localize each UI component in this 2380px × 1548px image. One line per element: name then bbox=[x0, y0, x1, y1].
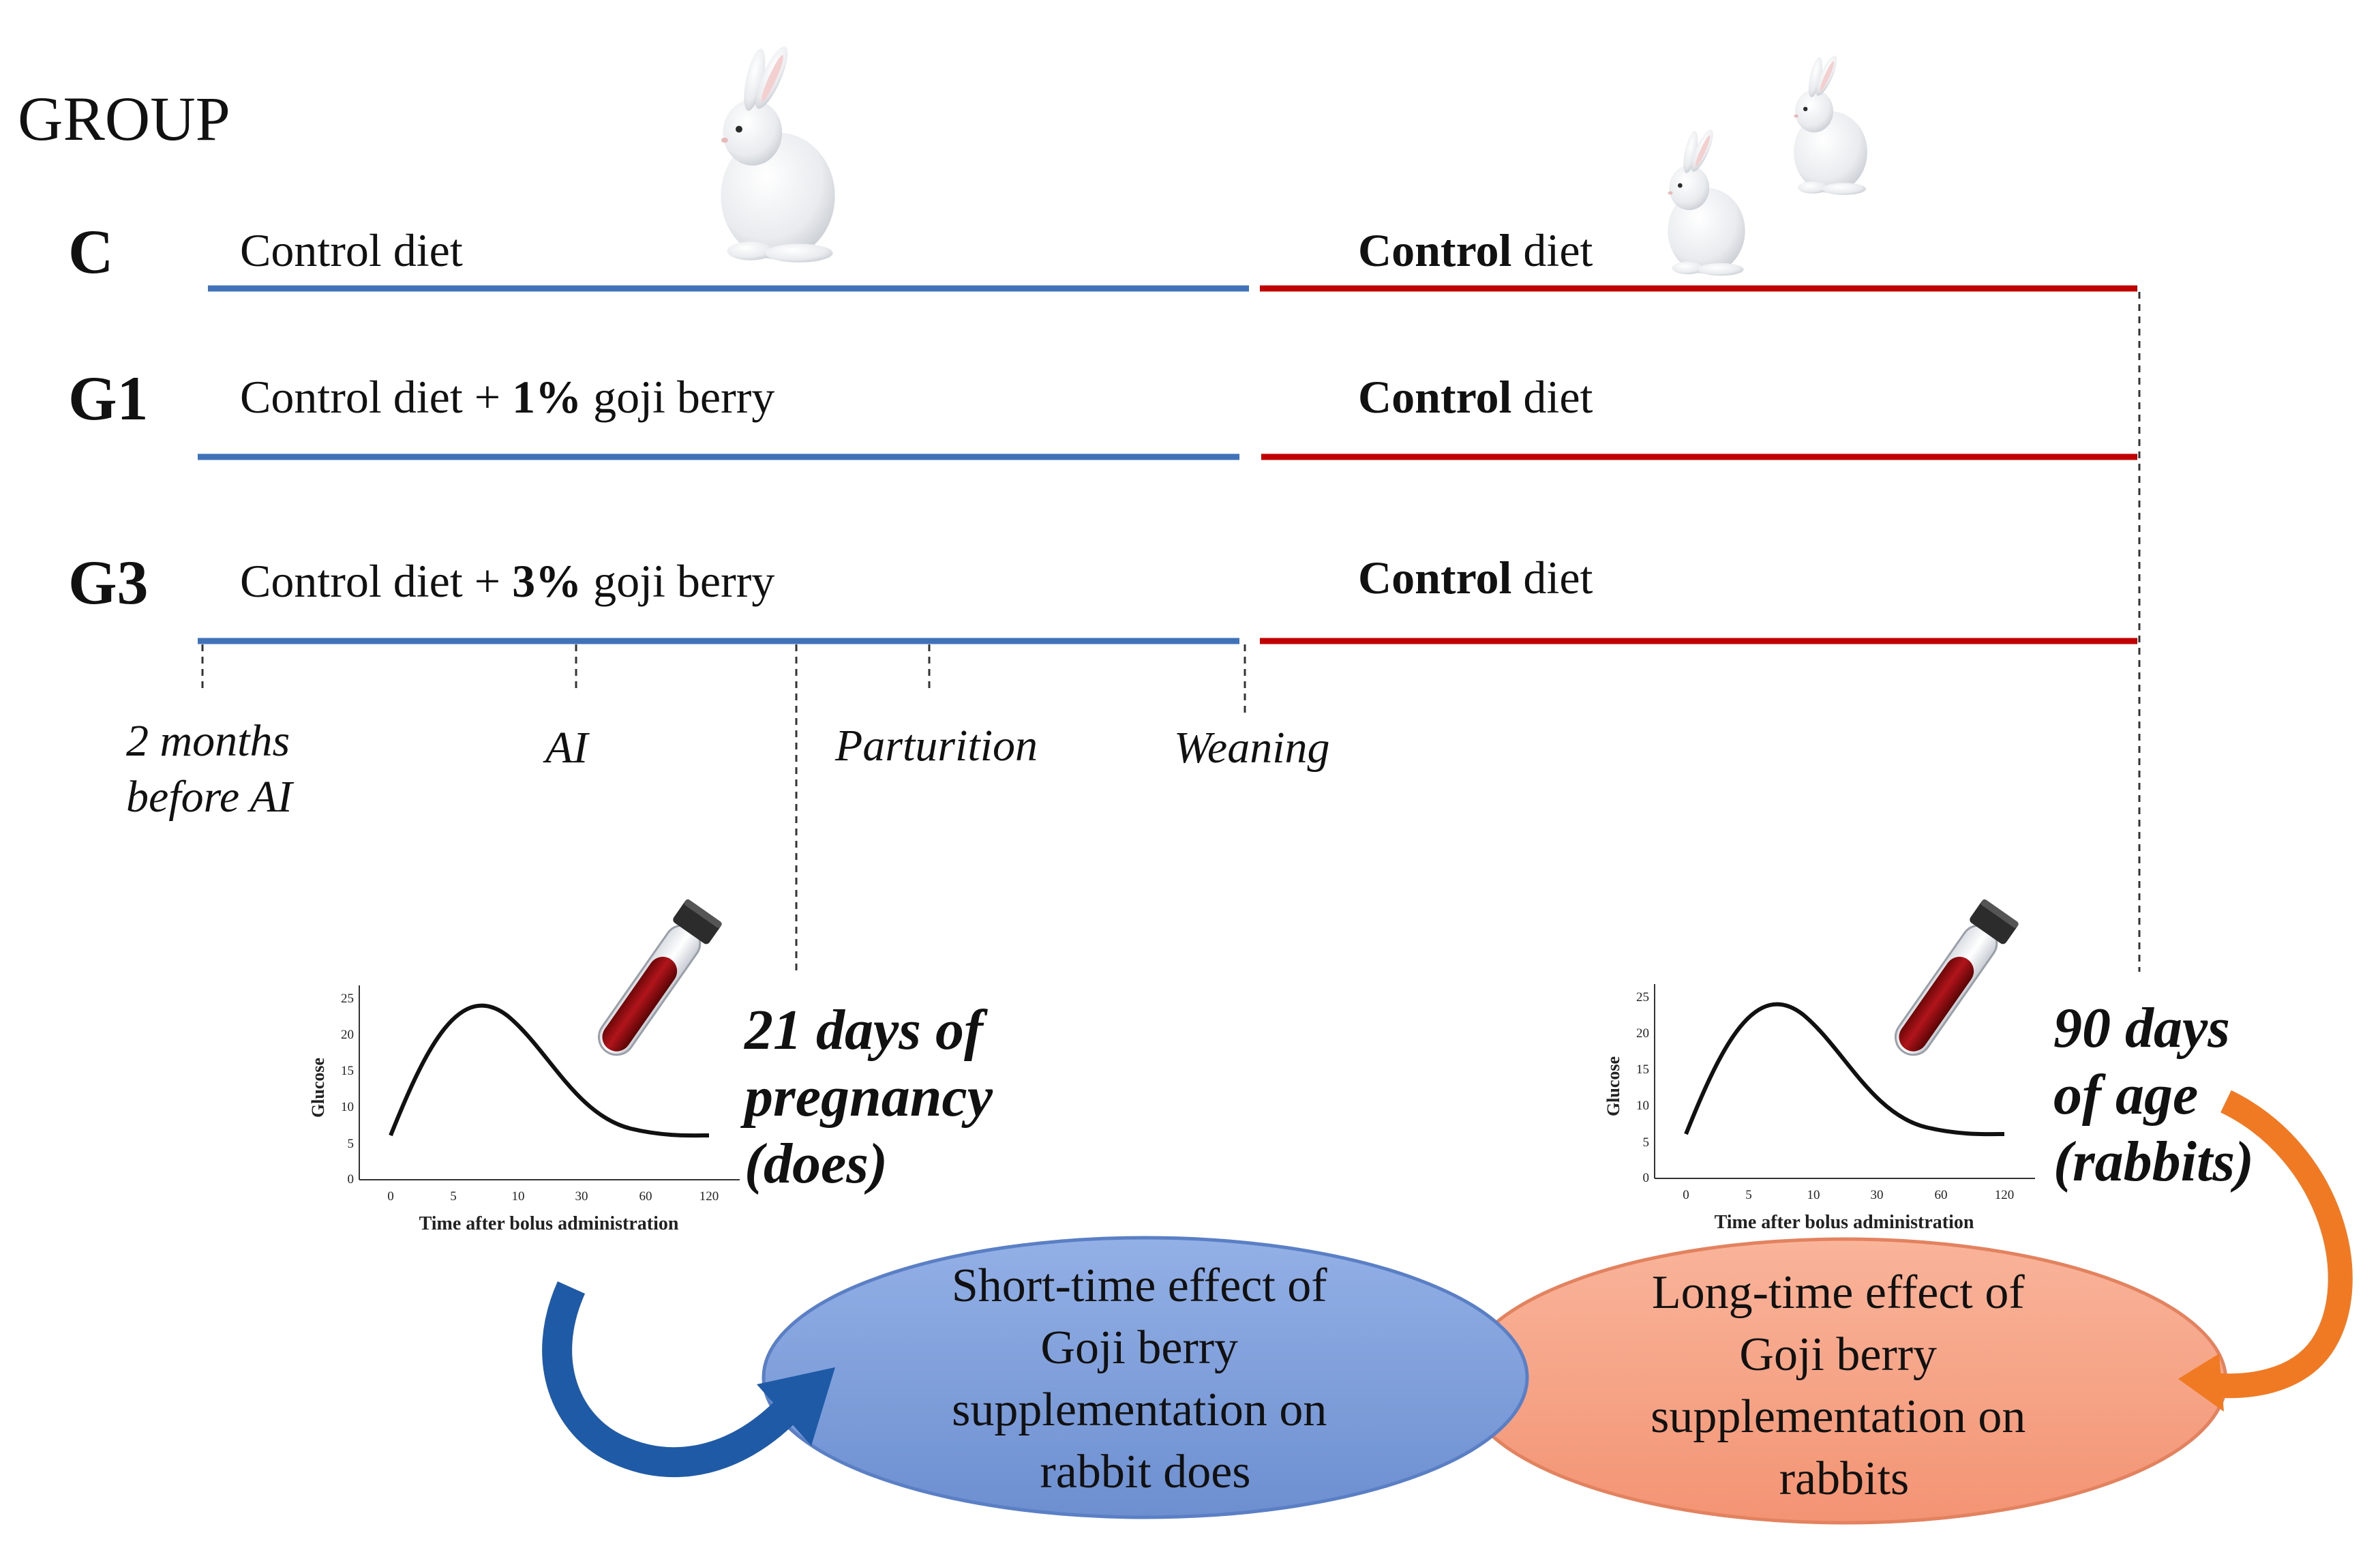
svg-text:20: 20 bbox=[341, 1028, 354, 1042]
svg-text:60: 60 bbox=[1935, 1188, 1948, 1202]
svg-text:120: 120 bbox=[1995, 1188, 2015, 1202]
feeding-label-g3: Control diet + 3% goji berry bbox=[240, 555, 774, 607]
svg-text:15: 15 bbox=[1636, 1062, 1649, 1077]
timeline-label-weaning: Weaning bbox=[1174, 723, 1330, 773]
glucose-curve-chart-right: 0 5 10 15 20 25 0 5 10 30 60 120 Glucose… bbox=[1603, 984, 2035, 1233]
svg-text:10: 10 bbox=[1807, 1188, 1820, 1202]
blood-tube-icon bbox=[1894, 899, 2019, 1056]
sampling-label-21-days: 21 days of pregnancy (does) bbox=[740, 998, 1007, 1195]
glucose-curve-chart-left: 0 5 10 15 20 25 0 5 10 30 60 120 Glucose… bbox=[308, 985, 740, 1234]
svg-text:Time after bolus administratio: Time after bolus administration bbox=[1715, 1212, 1974, 1233]
svg-text:120: 120 bbox=[699, 1189, 719, 1204]
weaning-diet-label-c: Control diet bbox=[1358, 224, 1593, 276]
svg-text:25: 25 bbox=[1636, 990, 1649, 1004]
rabbit-kits-icon bbox=[1668, 53, 1867, 276]
weaning-diet-label-g3: Control diet bbox=[1358, 552, 1593, 604]
svg-text:5: 5 bbox=[1745, 1188, 1752, 1202]
timeline-label-2-months-before-ai: 2 months before AI bbox=[126, 716, 301, 822]
svg-text:5: 5 bbox=[1643, 1135, 1650, 1150]
svg-text:0: 0 bbox=[1643, 1171, 1650, 1185]
svg-text:10: 10 bbox=[1636, 1099, 1649, 1113]
feeding-label-c: Control diet bbox=[240, 224, 463, 276]
weaning-diet-label-g1: Control diet bbox=[1358, 371, 1593, 423]
svg-text:10: 10 bbox=[512, 1189, 525, 1204]
svg-text:30: 30 bbox=[1871, 1188, 1884, 1202]
svg-text:5: 5 bbox=[348, 1137, 355, 1151]
short-term-effect-ellipse bbox=[762, 1236, 1529, 1519]
blood-tube-icon bbox=[597, 899, 722, 1056]
svg-text:0: 0 bbox=[1683, 1188, 1689, 1202]
svg-text:Time after bolus administratio: Time after bolus administration bbox=[419, 1213, 679, 1234]
feeding-label-g1: Control diet + 1% goji berry bbox=[240, 371, 774, 423]
timeline-label-parturition: Parturition bbox=[834, 721, 1038, 771]
long-term-effect-text: Long-time effect of Goji berry supplemen… bbox=[1651, 1266, 2038, 1505]
curved-arrow-icon bbox=[542, 1281, 835, 1478]
svg-text:0: 0 bbox=[387, 1189, 394, 1204]
svg-text:20: 20 bbox=[1636, 1026, 1649, 1041]
group-label-g1: G1 bbox=[68, 363, 149, 433]
svg-text:Glucose: Glucose bbox=[308, 1058, 328, 1118]
short-term-effect-text: Short-time effect of Goji berry suppleme… bbox=[952, 1260, 1339, 1498]
svg-text:Glucose: Glucose bbox=[1603, 1056, 1623, 1116]
svg-text:25: 25 bbox=[341, 992, 354, 1006]
sampling-label-90-days: 90 days of age (rabbits) bbox=[2053, 996, 2254, 1193]
group-label-c: C bbox=[68, 217, 113, 286]
timeline-label-ai: AI bbox=[543, 723, 590, 773]
rabbit-doe-icon bbox=[721, 42, 835, 263]
group-label-g3: G3 bbox=[68, 548, 149, 617]
svg-text:5: 5 bbox=[450, 1189, 457, 1204]
svg-text:10: 10 bbox=[341, 1100, 354, 1114]
svg-text:15: 15 bbox=[341, 1064, 354, 1078]
svg-text:60: 60 bbox=[639, 1189, 652, 1204]
svg-text:0: 0 bbox=[348, 1172, 355, 1187]
svg-text:30: 30 bbox=[575, 1189, 588, 1204]
curved-arrow-icon bbox=[2178, 1090, 2353, 1412]
group-header: GROUP bbox=[18, 84, 230, 153]
